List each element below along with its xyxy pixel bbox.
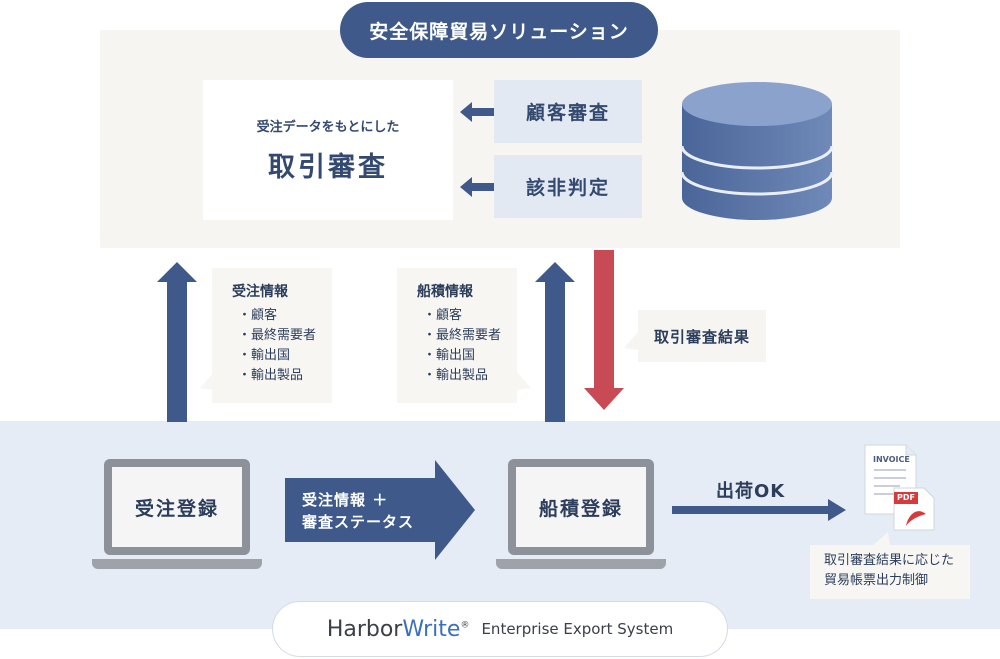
review-result-box: 取引審査結果 (638, 310, 766, 362)
callout-tail (517, 372, 531, 390)
laptop-base (92, 559, 262, 569)
shipping-info-item: ・最終需要者 (423, 328, 502, 343)
review-main-label: 取引審査 (268, 152, 388, 183)
laptop-base (496, 559, 666, 569)
shipping-info-item: ・輸出製品 (423, 368, 489, 383)
shipping-info-title: 船積情報 (417, 284, 473, 300)
invoice-label: INVOICE (873, 455, 910, 464)
arrow-up-icon (157, 262, 197, 422)
document-control-note: 取引審査結果に応じた 貿易帳票出力制御 (810, 545, 970, 599)
arrow-left-icon (460, 102, 494, 122)
flow-arrow-label: 受注情報 ＋ 審査ステータス (302, 489, 414, 533)
review-subtitle: 受注データをもとにした (256, 120, 400, 135)
brand-part: Harbor (326, 616, 403, 642)
registered-mark: ® (460, 620, 470, 631)
order-info-item: ・輸出製品 (238, 368, 304, 383)
customer-screening-box: 顧客審査 (494, 80, 642, 143)
order-info-box: 受注情報 ・顧客 ・最終需要者 ・輸出国 ・輸出製品 (212, 268, 332, 403)
order-info-title: 受注情報 (232, 284, 288, 300)
shipping-info-box: 船積情報 ・顧客 ・最終需要者 ・輸出国 ・輸出製品 (397, 268, 517, 403)
pdf-label: PDF (897, 493, 915, 502)
arrow-down-icon (584, 250, 624, 410)
transaction-review-box: 受注データをもとにした 取引審査 (203, 80, 453, 220)
flow-arrow-icon (285, 460, 475, 560)
flow-label-line: 審査ステータス (302, 513, 415, 531)
arrow-left-icon (460, 177, 494, 197)
note-line: 貿易帳票出力制御 (824, 573, 929, 588)
shipping-entry-label: 船積登録 (516, 467, 646, 547)
callout-tail (200, 372, 214, 390)
flow-label-line: 受注情報 ＋ (302, 491, 389, 509)
brand-name: HarborWrite® (327, 617, 470, 642)
order-entry-label: 受注登録 (112, 467, 242, 547)
database-icon (680, 82, 834, 220)
brand-part: Write (402, 616, 461, 642)
order-info-item: ・輸出国 (238, 348, 291, 363)
note-line: 取引審査結果に応じた (824, 553, 955, 568)
invoice-icon (864, 444, 935, 531)
shipping-info-item: ・輸出国 (423, 348, 476, 363)
brand-pill: HarborWrite® Enterprise Export System (272, 601, 728, 657)
callout-tail (624, 332, 638, 350)
arrow-right-icon (672, 499, 846, 521)
callout-tail (872, 532, 890, 546)
ship-ok-label: 出荷OK (716, 481, 786, 502)
solution-title: 安全保障貿易ソリューション (340, 2, 658, 58)
order-entry-laptop: 受注登録 (104, 459, 250, 555)
brand-tagline: Enterprise Export System (481, 620, 674, 638)
shipping-entry-laptop: 船積登録 (508, 459, 654, 555)
order-info-item: ・顧客 (238, 308, 278, 323)
order-info-item: ・最終需要者 (238, 328, 317, 343)
shipping-info-item: ・顧客 (423, 308, 463, 323)
arrow-up-icon (535, 262, 575, 422)
classification-box: 該非判定 (494, 155, 642, 218)
